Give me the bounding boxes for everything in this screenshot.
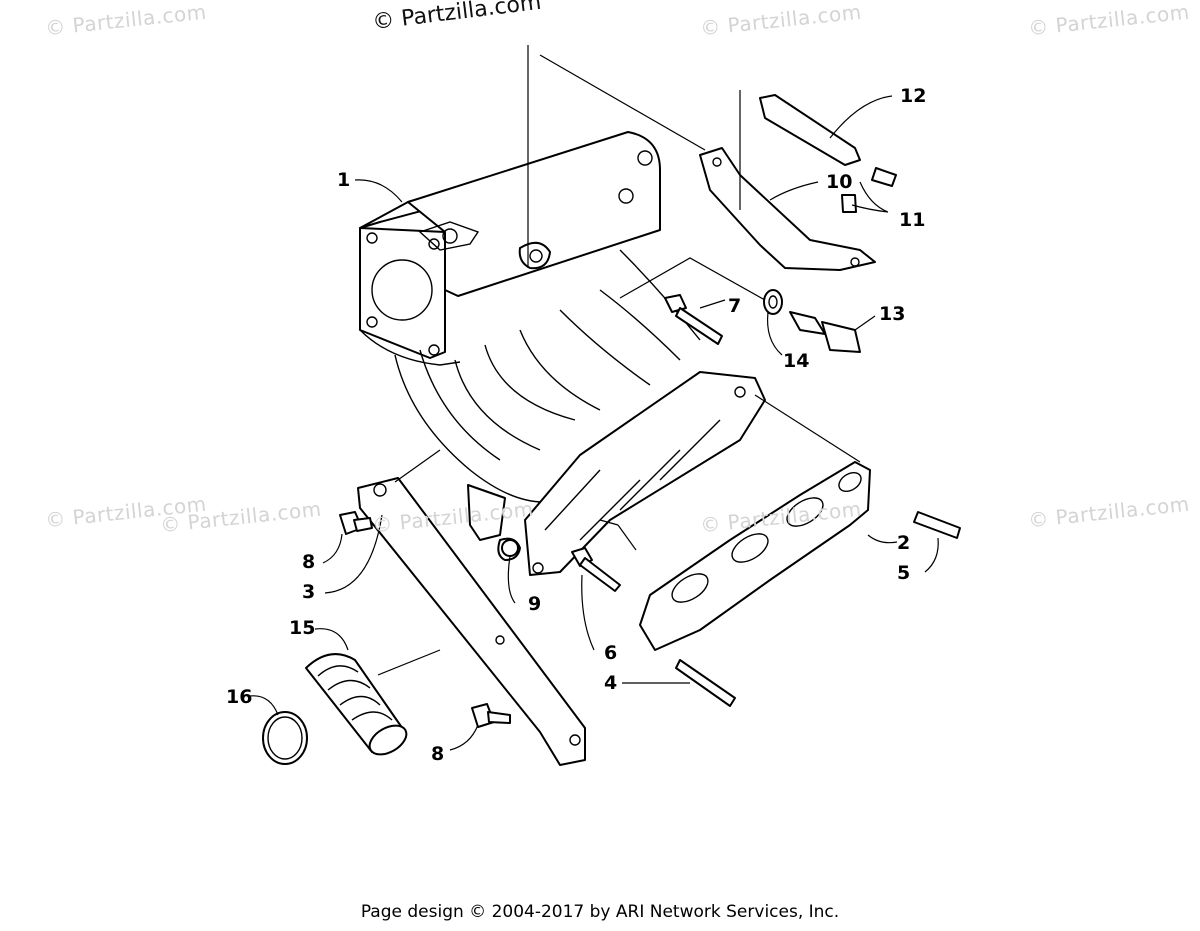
part-4-stud[interactable] bbox=[675, 659, 736, 707]
part-1-muffler[interactable] bbox=[359, 131, 661, 366]
callout-6[interactable]: 6 bbox=[604, 642, 618, 664]
exhaust-pipes bbox=[394, 249, 701, 503]
part-11-screw-b[interactable] bbox=[841, 194, 857, 213]
callout-9[interactable]: 9 bbox=[528, 593, 542, 615]
part-3-bracket[interactable] bbox=[357, 477, 586, 766]
part-7-bolt[interactable] bbox=[664, 294, 723, 345]
callout-3[interactable]: 3 bbox=[302, 581, 316, 603]
part-16-clamp[interactable] bbox=[262, 711, 308, 765]
callout-5[interactable]: 5 bbox=[897, 562, 911, 584]
callout-1[interactable]: 1 bbox=[337, 169, 351, 191]
part-2-gasket[interactable] bbox=[639, 461, 871, 651]
callout-10[interactable]: 10 bbox=[826, 171, 853, 193]
part-5-stud[interactable] bbox=[913, 511, 961, 539]
copyright-footer: Page design © 2004-2017 by ARI Network S… bbox=[360, 902, 840, 922]
part-14-washer[interactable] bbox=[763, 289, 783, 315]
callout-14[interactable]: 14 bbox=[783, 350, 810, 372]
callout-8-upper[interactable]: 8 bbox=[302, 551, 316, 573]
part-6-bolt[interactable] bbox=[571, 547, 621, 592]
callout-7[interactable]: 7 bbox=[728, 295, 742, 317]
part-10-bracket[interactable] bbox=[699, 147, 876, 271]
part-8-bolt-upper[interactable] bbox=[339, 511, 373, 535]
part-9-nut[interactable] bbox=[501, 539, 519, 557]
callout-16[interactable]: 16 bbox=[226, 686, 253, 708]
leader-lines bbox=[249, 45, 939, 751]
callout-12[interactable]: 12 bbox=[900, 85, 927, 107]
callout-15[interactable]: 15 bbox=[289, 617, 316, 639]
part-13-sensor[interactable] bbox=[789, 311, 861, 353]
callout-11[interactable]: 11 bbox=[899, 209, 926, 231]
callout-13[interactable]: 13 bbox=[879, 303, 906, 325]
callout-2[interactable]: 2 bbox=[897, 532, 911, 554]
callout-8-lower[interactable]: 8 bbox=[431, 743, 445, 765]
part-11-screw-a[interactable] bbox=[871, 167, 897, 187]
callout-4[interactable]: 4 bbox=[604, 672, 618, 694]
part-12-strap[interactable] bbox=[759, 94, 861, 166]
part-15-sleeve[interactable] bbox=[305, 653, 411, 760]
part-8-bolt-lower[interactable] bbox=[471, 703, 511, 728]
